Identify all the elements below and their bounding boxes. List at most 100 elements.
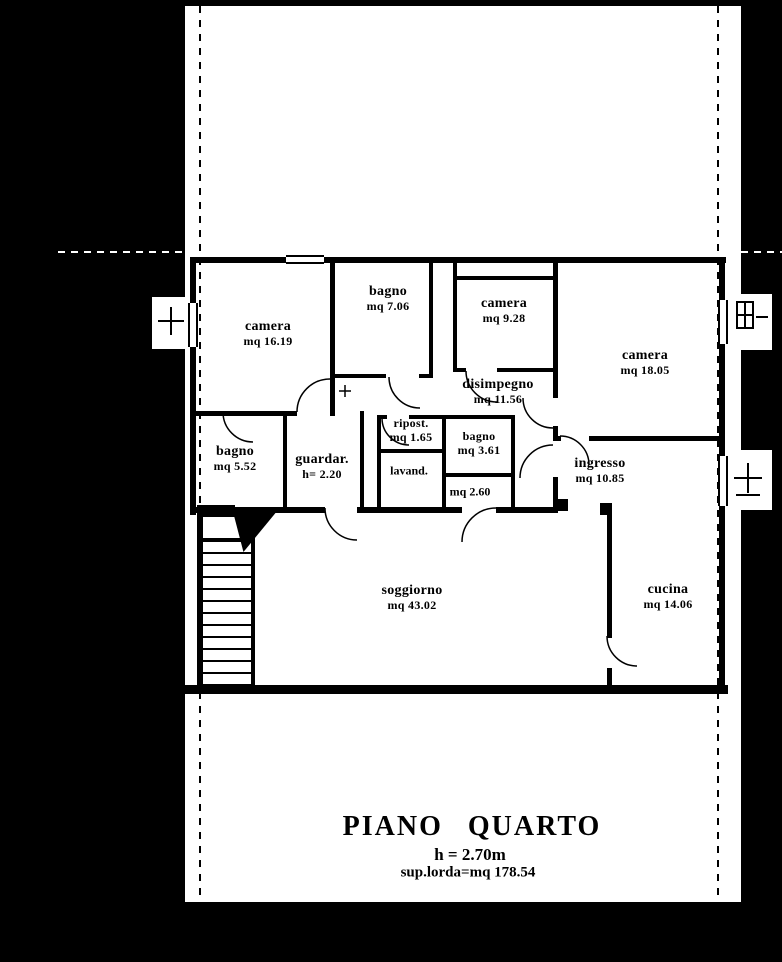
room-area: mq 11.56 — [473, 392, 523, 407]
room-area-lavanderia: mq 2.60 — [449, 484, 491, 499]
door-arc — [296, 378, 331, 413]
room-name: ingresso — [574, 456, 626, 472]
column-marker — [600, 503, 612, 515]
fold-line-horizontal-right — [741, 251, 782, 253]
wall-segment — [377, 449, 446, 453]
room-label-soggiorno: soggiorno mq 43.02 — [381, 583, 442, 613]
room-name: bagno — [215, 444, 255, 460]
window-symbol — [718, 300, 728, 344]
room-name: guardar. — [295, 452, 349, 468]
floorplan-title: PIANO QUARTO — [342, 811, 602, 842]
room-area: mq 5.52 — [213, 459, 257, 474]
room-label-bagno-3: bagno mq 3.61 — [457, 429, 501, 458]
wall-segment — [453, 276, 457, 372]
room-area: mq 10.85 — [575, 471, 625, 486]
room-name: camera — [244, 319, 292, 335]
room-name: soggiorno — [381, 583, 443, 599]
wall-segment — [195, 507, 325, 513]
column-marker — [556, 499, 568, 511]
wall-segment — [553, 257, 558, 398]
floorplan-height-note: h = 2.70m — [434, 845, 506, 864]
stair-treads — [203, 552, 251, 686]
wall-segment — [496, 507, 558, 513]
room-label-camera-2: camera mq 9.28 — [481, 296, 527, 326]
door-arc — [519, 444, 554, 479]
wall-segment — [553, 426, 558, 440]
door-arc — [559, 435, 590, 466]
room-label-ingresso: ingresso mq 10.85 — [574, 456, 625, 486]
room-name: camera — [621, 348, 669, 364]
margin-window-symbol — [728, 450, 772, 510]
wall-segment — [184, 685, 728, 694]
room-area: mq 9.28 — [482, 311, 526, 326]
wall-segment — [553, 477, 558, 513]
door-arc — [461, 507, 497, 543]
wall-segment — [607, 668, 612, 690]
stairwell-wall — [251, 538, 255, 688]
room-label-lavanderia: lavand. — [390, 463, 428, 478]
wall-segment — [553, 436, 561, 441]
room-name: ripost. — [393, 416, 429, 431]
room-area: mq 18.05 — [620, 363, 670, 378]
margin-window-cross — [756, 316, 768, 318]
door-arc — [606, 635, 638, 667]
wall-segment — [330, 257, 335, 416]
wall-segment — [442, 415, 446, 510]
wall-segment — [497, 368, 557, 372]
room-label-disimpegno: disimpegno mq 11.56 — [462, 377, 533, 407]
margin-window-cross — [747, 463, 749, 493]
floorplan-area-note: sup.lorda=mq 178.54 — [400, 864, 536, 881]
room-name: disimpegno — [462, 377, 534, 393]
room-area: mq 43.02 — [387, 598, 437, 613]
room-area: mq 16.19 — [243, 334, 293, 349]
room-label-bagno-2: bagno mq 5.52 — [214, 444, 257, 474]
wall-segment — [190, 411, 297, 416]
margin-window-cross — [736, 494, 760, 496]
margin-window-hatch — [736, 301, 754, 329]
survey-cross — [339, 385, 351, 397]
room-area: mq 1.65 — [389, 430, 433, 444]
wall-segment — [453, 276, 557, 280]
room-area: mq 7.06 — [366, 299, 410, 314]
room-label-camera-3: camera mq 18.05 — [620, 348, 669, 378]
wall-segment — [453, 257, 457, 280]
room-area: h= 2.20 — [302, 467, 342, 482]
wall-segment — [377, 415, 381, 510]
wall-segment — [334, 374, 386, 378]
room-label-cucina: cucina mq 14.06 — [643, 582, 692, 612]
room-label-camera-1: camera mq 16.19 — [243, 319, 292, 349]
door-arc — [522, 397, 554, 429]
room-name: bagno — [462, 429, 496, 444]
room-name: camera — [480, 296, 528, 312]
wall-segment — [283, 411, 287, 512]
stairwell-wall — [197, 538, 255, 542]
wall-segment — [190, 257, 196, 515]
door-arc — [388, 376, 421, 409]
wall-segment — [429, 257, 433, 378]
wall-segment — [589, 436, 725, 441]
door-arc — [324, 507, 358, 541]
room-area: mq 14.06 — [643, 597, 693, 612]
fold-line-horizontal-left — [58, 251, 185, 253]
room-label-ripostiglio: ripost. mq 1.65 — [389, 416, 433, 445]
room-label-guardaroba: guardar. h= 2.20 — [295, 452, 349, 482]
wall-segment — [511, 415, 515, 510]
door-arc — [465, 370, 498, 403]
wall-segment — [442, 473, 515, 477]
window-symbol — [188, 303, 198, 347]
wall-segment — [357, 507, 462, 513]
window-symbol — [718, 456, 728, 506]
room-name: bagno — [368, 284, 408, 300]
wall-segment — [419, 374, 433, 378]
wall-segment — [197, 512, 203, 690]
wall-segment — [190, 257, 726, 263]
wall-segment — [453, 368, 466, 372]
stair-landing-wall — [197, 505, 235, 517]
room-area: mq 3.61 — [457, 443, 501, 457]
wall-segment — [409, 415, 515, 419]
margin-window-cross — [170, 307, 172, 335]
fold-line-right — [717, 6, 719, 902]
room-label-bagno-1: bagno mq 7.06 — [367, 284, 410, 314]
